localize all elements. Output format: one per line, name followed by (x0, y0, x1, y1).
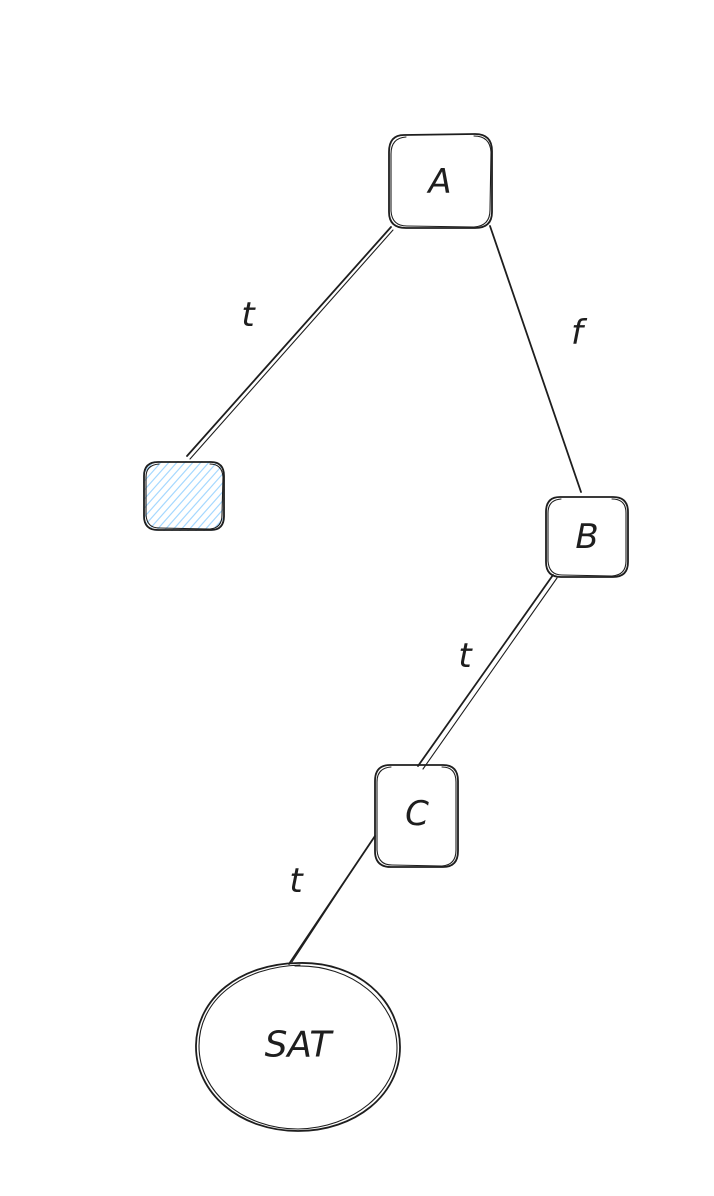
edge-c-to-sat (288, 835, 376, 965)
node-a-label: A (426, 162, 451, 202)
pruned-node (143, 461, 225, 531)
edge-label-a-pruned: t (241, 295, 256, 335)
node-b-label: B (575, 517, 598, 557)
edge-b-to-c (417, 574, 558, 770)
pruned-node-hatch (143, 461, 225, 531)
edge-label-b-c: t (458, 636, 473, 676)
edge-label-c-sat: t (289, 861, 304, 901)
node-a: A (388, 133, 493, 229)
node-b: B (545, 496, 629, 578)
node-sat: SAT (195, 962, 401, 1132)
node-c: C (374, 764, 459, 868)
node-sat-label: SAT (265, 1025, 335, 1066)
edge-a-to-pruned (186, 226, 394, 460)
edge-a-to-b (489, 225, 582, 493)
edge-label-a-b: f (571, 313, 588, 353)
node-c-label: C (405, 794, 429, 834)
